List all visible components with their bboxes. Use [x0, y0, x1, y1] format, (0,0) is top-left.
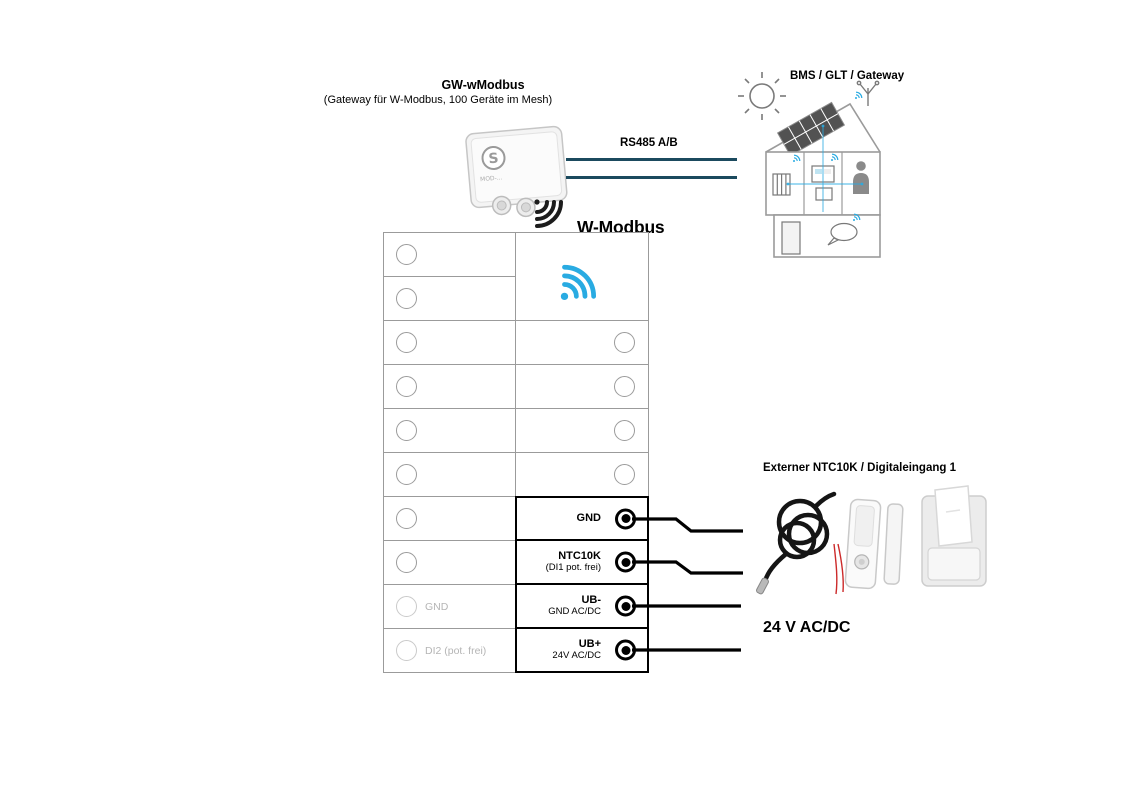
terminal-labels: UB+ 24V AC/DC — [517, 638, 601, 662]
terminal-connector-dot — [615, 508, 636, 529]
terminal-labels: UB- GND AC/DC — [517, 594, 601, 618]
solar-panel-icon — [776, 101, 846, 157]
terminal-row-label: DI2 (pot. frei) — [425, 644, 487, 657]
terminal-row — [383, 408, 516, 453]
rs485-label: RS485 A/B — [620, 137, 678, 149]
rs485-line-b — [566, 176, 737, 179]
terminal-circle — [396, 332, 417, 353]
terminal-ub-plus: UB+ 24V AC/DC — [515, 627, 649, 673]
rs485-line-a — [566, 158, 737, 161]
antenna-icon — [856, 80, 880, 106]
terminal-circle — [614, 420, 635, 441]
terminal-circle — [396, 376, 417, 397]
power-label: 24 V AC/DC — [763, 619, 851, 636]
terminal-circle — [396, 640, 417, 661]
terminal-circle — [396, 420, 417, 441]
external-devices-illustration — [756, 485, 987, 595]
wifi-mini-icon — [853, 213, 861, 221]
terminal-connector-dot — [615, 639, 636, 661]
terminal-row — [383, 276, 516, 321]
terminal-connector-dot — [615, 551, 636, 573]
terminal-row — [515, 408, 649, 453]
sensor-probe-tip — [756, 577, 769, 595]
gateway-device-illustration: S MOD-... — [465, 125, 568, 228]
terminal-row-di2: DI2 (pot. frei) — [383, 628, 516, 673]
wifi-mini-icon — [793, 154, 801, 162]
card-switch-icon — [921, 485, 987, 587]
terminal-sub: GND AC/DC — [548, 605, 601, 617]
terminal-row — [515, 364, 649, 409]
terminal-sub: (DI1 pot. frei) — [545, 561, 601, 573]
terminal-circle — [396, 464, 417, 485]
terminal-circle — [614, 376, 635, 397]
terminal-row — [383, 496, 516, 541]
terminal-row-label: GND — [425, 600, 449, 613]
device-wifi-icon — [534, 199, 563, 228]
terminal-column-right: GND NTC10K (DI1 pot. frei) UB- GND AC/DC… — [515, 232, 649, 673]
terminal-row — [515, 320, 649, 365]
terminal-column-left: GND DI2 (pot. frei) — [383, 232, 516, 673]
wmodbus-cell — [515, 232, 649, 321]
terminal-circle — [396, 244, 417, 265]
ntc-cable-sensor-icon — [762, 491, 837, 584]
sensor-lead-wires — [833, 543, 844, 595]
terminal-row — [515, 452, 649, 497]
terminal-labels: GND — [517, 512, 601, 525]
radiator-icon — [772, 173, 791, 196]
external-devices-label: Externer NTC10K / Digitaleingang 1 — [763, 462, 956, 474]
terminal-name: UB+ — [578, 638, 601, 651]
terminal-row — [383, 364, 516, 409]
terminal-row — [383, 540, 516, 585]
terminal-row — [383, 232, 516, 277]
terminal-gnd: GND — [515, 496, 649, 541]
terminal-row-gnd: GND — [383, 584, 516, 629]
network-lines — [786, 124, 864, 212]
wifi-mini-icon — [855, 91, 863, 99]
terminal-name: UB- — [581, 594, 601, 607]
terminal-name: NTC10K — [558, 550, 601, 563]
boiler-icon — [781, 221, 801, 255]
terminal-row — [383, 452, 516, 497]
terminal-circle — [396, 508, 417, 529]
terminal-labels: NTC10K (DI1 pot. frei) — [517, 550, 601, 574]
door-contact-icon — [844, 498, 904, 590]
gateway-subtitle: (Gateway für W-Modbus, 100 Geräte im Mes… — [323, 94, 553, 106]
svg-text:S: S — [488, 151, 499, 168]
speech-bubble-icon — [827, 222, 858, 246]
sun-icon — [738, 72, 786, 120]
wifi-icon — [560, 264, 597, 301]
terminal-name: GND — [576, 512, 601, 525]
bms-label: BMS / GLT / Gateway — [790, 70, 905, 82]
terminal-row — [383, 320, 516, 365]
svg-text:MOD-...: MOD-... — [480, 174, 503, 183]
terminal-circle — [614, 332, 635, 353]
building-illustration — [738, 72, 881, 258]
terminal-circle — [614, 464, 635, 485]
terminal-circle — [396, 596, 417, 617]
terminal-ub-minus: UB- GND AC/DC — [515, 583, 649, 629]
terminal-sub: 24V AC/DC — [552, 649, 601, 661]
terminal-connector-dot — [615, 595, 636, 617]
wifi-mini-icon — [831, 153, 839, 161]
gateway-title: GW-wModbus — [441, 78, 525, 92]
terminal-circle — [396, 288, 417, 309]
terminal-ntc10k: NTC10K (DI1 pot. frei) — [515, 539, 649, 585]
terminal-circle — [396, 552, 417, 573]
brand-logo-icon — [481, 145, 506, 170]
